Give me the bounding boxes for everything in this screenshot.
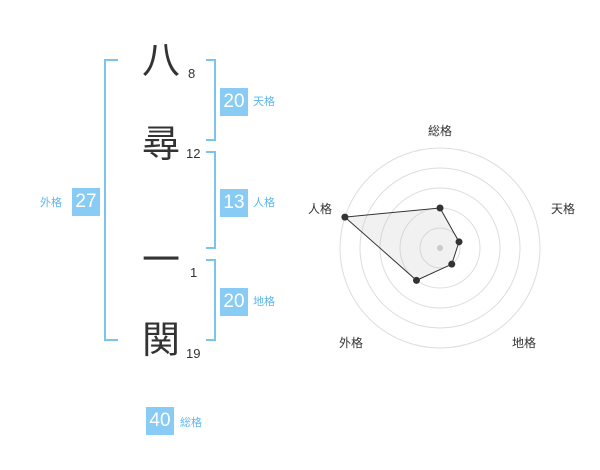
gaikaku-label: 外格 [40, 196, 62, 209]
radar-center [437, 245, 443, 251]
radar-label-tenkaku: 天格 [551, 202, 576, 216]
jinkaku-value: 13 [220, 189, 248, 217]
name-char-1: 八 [142, 38, 181, 82]
radar-point-5 [341, 213, 349, 221]
chikaku-value: 20 [220, 288, 248, 316]
radar-label-soukaku: 総格 [428, 124, 453, 138]
radar-chart [339, 147, 541, 349]
name-char-4: 関 [142, 318, 181, 362]
tenkaku-value: 20 [220, 88, 248, 116]
stroke-count-3: 1 [190, 265, 198, 280]
radar-point-2 [455, 238, 463, 246]
radar-label-chikaku: 地格 [512, 336, 537, 350]
tenkaku-bracket [206, 59, 216, 141]
soukaku-label: 総格 [180, 416, 202, 429]
radar-point-4 [412, 276, 420, 284]
radar-series-polygon [343, 207, 460, 281]
stroke-count-4: 19 [186, 346, 201, 361]
jinkaku-bracket [206, 151, 216, 249]
radar-point-3 [448, 260, 456, 268]
chikaku-label: 地格 [253, 295, 275, 308]
chikaku-bracket [206, 259, 216, 341]
tenkaku-label: 天格 [253, 95, 275, 108]
gaikaku-value: 27 [72, 188, 100, 216]
name-char-2: 尋 [142, 122, 181, 166]
soukaku-value: 40 [146, 407, 174, 435]
radar-label-gaikaku: 外格 [339, 336, 364, 350]
name-char-3: 一 [142, 238, 181, 282]
radar-label-jinkaku: 人格 [308, 202, 333, 216]
stroke-count-1: 8 [188, 66, 196, 81]
radar-grid-ring [339, 147, 541, 349]
radar-grid-ring [359, 167, 521, 329]
stroke-count-2: 12 [186, 146, 201, 161]
jinkaku-label: 人格 [253, 196, 275, 209]
gaikaku-bracket [104, 59, 118, 341]
radar-grid-ring [419, 227, 461, 269]
radar-point-1 [436, 204, 444, 212]
